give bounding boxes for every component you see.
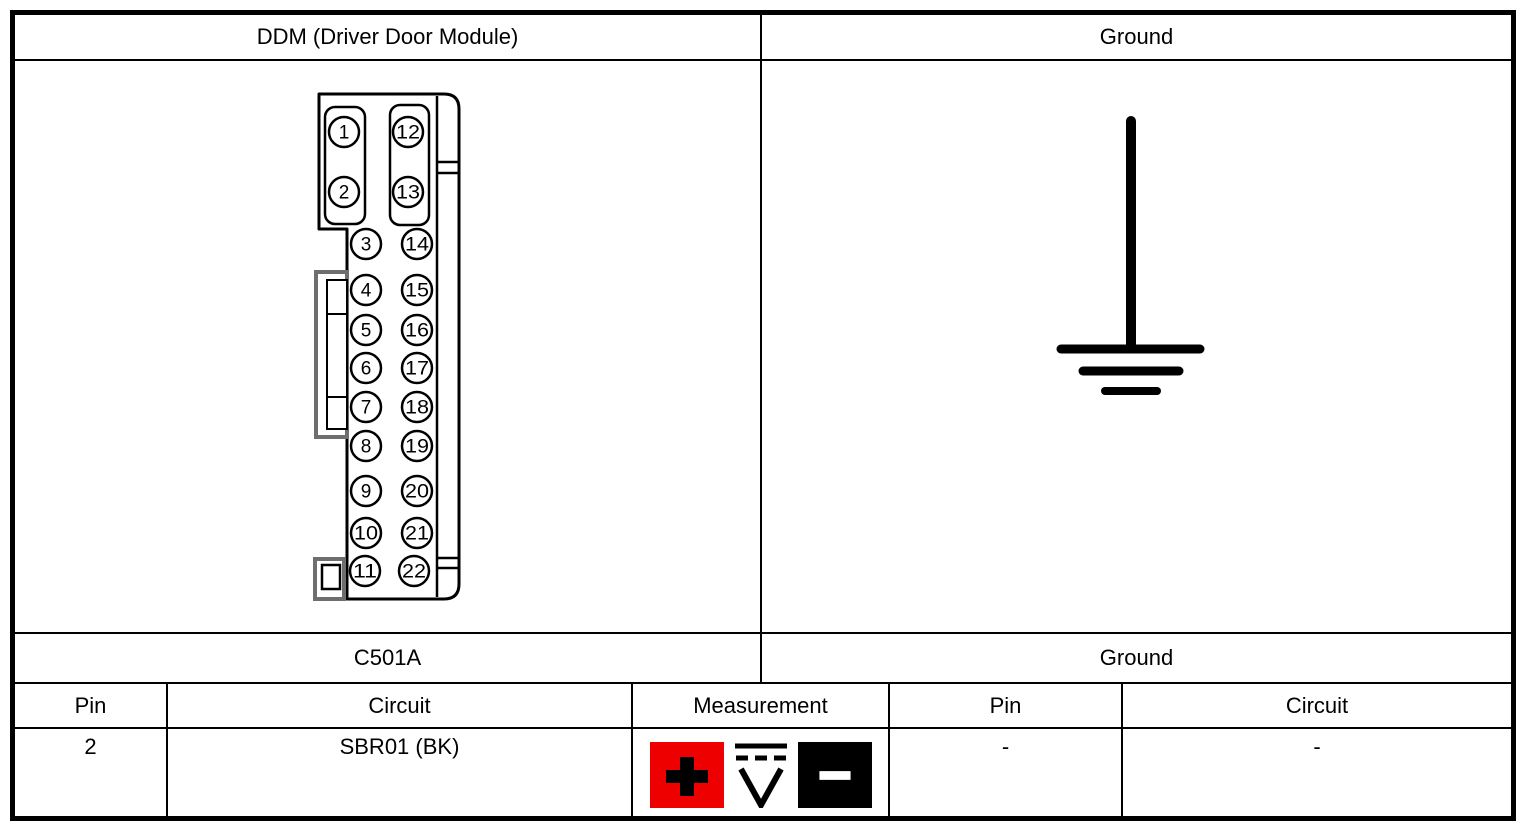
connector-pin-2: 2 <box>327 175 360 208</box>
svg-text:18: 18 <box>405 397 429 418</box>
svg-text:22: 22 <box>402 561 426 582</box>
connector-pin-9: 9 <box>349 474 382 507</box>
diagnostic-pinout-table: DDM (Driver Door Module) Ground <box>10 10 1516 821</box>
connector-pin-13: 13 <box>391 175 424 208</box>
connector-pin-5: 5 <box>349 313 382 346</box>
circuit-value-left: SBR01 (BK) <box>168 729 633 816</box>
connector-pin-8: 8 <box>349 429 382 462</box>
connector-pin-3: 3 <box>349 227 382 260</box>
connector-pin-11: 11 <box>348 554 381 587</box>
connector-pin-19: 19 <box>400 429 433 462</box>
col-header-circuit-left: Circuit <box>168 684 633 727</box>
col-header-pin-left: Pin <box>15 684 168 727</box>
positive-lead-icon <box>649 742 724 808</box>
connector-pin-14: 14 <box>400 227 433 260</box>
ground-symbol-cell <box>762 61 1511 632</box>
svg-text:9: 9 <box>360 481 371 502</box>
svg-text:3: 3 <box>360 234 371 255</box>
svg-text:19: 19 <box>405 436 429 457</box>
pin-value-left: 2 <box>15 729 168 816</box>
connector-pin-6: 6 <box>349 351 382 384</box>
circuit-value-right: - <box>1313 734 1321 759</box>
connector-pin-15: 15 <box>400 273 433 306</box>
svg-text:4: 4 <box>360 280 371 301</box>
connector-pin-21: 21 <box>400 516 433 549</box>
negative-lead-icon <box>797 742 872 808</box>
ground-symbol-icon <box>1056 116 1204 395</box>
svg-text:7: 7 <box>360 397 371 418</box>
col-header-circuit-right: Circuit <box>1285 692 1349 718</box>
svg-text:21: 21 <box>405 523 429 544</box>
connector-pin-4: 4 <box>349 273 382 306</box>
connector-pin-7: 7 <box>349 390 382 423</box>
svg-text:13: 13 <box>396 182 420 203</box>
col-header-measurement: Measurement <box>633 684 890 727</box>
svg-text:12: 12 <box>396 122 420 143</box>
title-row: DDM (Driver Door Module) Ground <box>15 15 1511 61</box>
svg-text:16: 16 <box>405 320 429 341</box>
label-row: C501A Ground <box>15 634 1511 684</box>
dc-voltage-icon <box>734 742 788 808</box>
svg-text:5: 5 <box>360 320 371 341</box>
connector-pin-16: 16 <box>400 313 433 346</box>
svg-text:11: 11 <box>353 561 377 582</box>
svg-text:8: 8 <box>360 436 371 457</box>
connector-name-label: C501A <box>15 634 762 682</box>
connector-body <box>317 92 460 600</box>
pin-well-left <box>323 105 366 225</box>
table-row: 2 SBR01 (BK) - - <box>15 729 1511 816</box>
pin-well-right <box>388 103 430 226</box>
pin-value-right: - <box>890 729 1123 816</box>
connector-pin-10: 10 <box>349 516 382 549</box>
connector-pin-22: 22 <box>397 554 430 587</box>
measurement-cell <box>633 729 890 816</box>
svg-text:1: 1 <box>338 122 349 143</box>
connector-pin-1: 1 <box>327 115 360 148</box>
ground-label: Ground <box>1099 645 1174 670</box>
connector-pin-17: 17 <box>400 351 433 384</box>
svg-text:6: 6 <box>360 358 371 379</box>
svg-text:15: 15 <box>405 280 429 301</box>
ground-title: Ground <box>1099 24 1174 49</box>
svg-text:17: 17 <box>405 358 429 379</box>
svg-text:10: 10 <box>354 523 378 544</box>
svg-text:2: 2 <box>338 182 349 203</box>
connector-pin-18: 18 <box>400 390 433 423</box>
column-header-row: Pin Circuit Measurement Pin Circuit <box>15 684 1511 729</box>
svg-text:20: 20 <box>405 481 429 502</box>
col-header-pin-right: Pin <box>890 684 1123 727</box>
connector-pin-20: 20 <box>400 474 433 507</box>
connector-pin-12: 12 <box>391 115 424 148</box>
svg-text:14: 14 <box>405 234 429 255</box>
module-title: DDM (Driver Door Module) <box>15 15 762 59</box>
